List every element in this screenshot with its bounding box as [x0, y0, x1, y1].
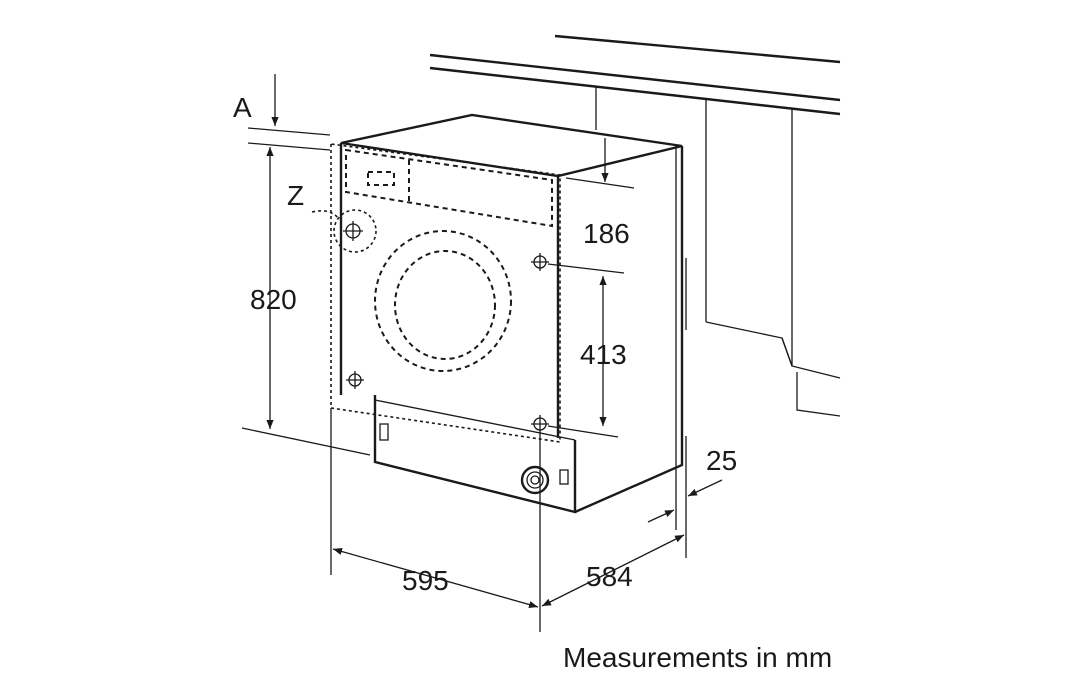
label-z: Z	[287, 180, 304, 211]
mounting-point-bottom-left	[346, 371, 364, 389]
label-gap: 25	[706, 445, 737, 476]
dimension-height	[241, 147, 371, 456]
mounting-point-top-right	[531, 253, 549, 271]
washing-machine	[311, 113, 684, 514]
label-height: 820	[250, 284, 297, 315]
label-mount-spacing: 413	[580, 339, 627, 370]
mounting-point-bottom-right	[531, 415, 549, 433]
dimension-width	[330, 408, 541, 632]
dimension-mount-spacing	[547, 263, 625, 438]
dimension-gap	[647, 466, 723, 530]
label-width: 595	[402, 565, 449, 596]
dimension-niche-top	[565, 138, 635, 189]
label-depth: 584	[586, 561, 633, 592]
detail-z-circle	[333, 209, 377, 253]
detail-z-leader	[311, 210, 339, 219]
dimension-a	[247, 74, 331, 151]
label-a: A	[233, 92, 252, 123]
dimension-depth	[541, 436, 687, 607]
caption: Measurements in mm	[563, 642, 832, 673]
mounting-point-top-left	[343, 221, 363, 241]
kitchen-cabinet-outline	[429, 34, 841, 417]
label-niche-top: 186	[583, 218, 630, 249]
